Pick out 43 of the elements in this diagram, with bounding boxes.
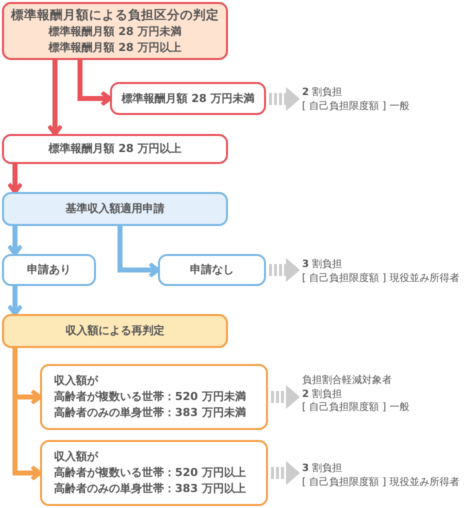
box-text: 申請あり — [27, 262, 71, 278]
result-note: [ 自己負担限度額 ] 現役並み所得者 — [302, 476, 460, 489]
box-text: 基準収入額適用申請 — [66, 201, 164, 217]
arrow — [269, 87, 300, 111]
process-box — [158, 254, 266, 286]
arrow — [271, 461, 300, 485]
process-box — [2, 192, 228, 226]
box-text: 申請なし — [190, 262, 234, 278]
process-box — [110, 82, 266, 115]
box-text: 収入額が — [54, 449, 98, 466]
box-text: 標準報酬月額 28 万円以上 — [48, 141, 182, 157]
process-box — [40, 440, 268, 506]
box-text: 収入額が — [54, 373, 98, 390]
arrow — [7, 164, 23, 194]
box-text: 標準報酬月額 28 万円未満 — [122, 90, 254, 106]
box-text: 高齢者のみの単身世帯：383 万円以上 — [54, 480, 246, 497]
process-box — [2, 314, 228, 348]
box-text: 標準報酬月額 28 万円未満 — [48, 24, 182, 40]
box-text: 高齢者のみの単身世帯：383 万円未満 — [54, 404, 246, 421]
box-text: 標準報酬月額 28 万円以上 — [48, 40, 182, 56]
box-text: 高齢者が複数いる世帯：520 万円以上 — [54, 465, 246, 481]
arrow — [78, 60, 112, 106]
arrow — [118, 226, 160, 278]
box-heading: 標準報酬月額による負担区分の判定 — [11, 6, 219, 24]
result-note: 負担割合軽減対象者 — [302, 374, 393, 388]
result-note: [ 自己負担限度額 ] 現役並み所得者 — [302, 272, 460, 285]
arrow — [269, 258, 300, 282]
result-text: 2 割負担 — [302, 388, 344, 401]
arrow — [47, 60, 63, 136]
process-box — [2, 134, 228, 164]
arrow — [271, 385, 300, 409]
result-text: 3 割負担 — [302, 258, 344, 272]
result-note: [ 自己負担限度額 ] 一般 — [302, 401, 410, 414]
process-box — [40, 364, 268, 430]
arrow — [7, 226, 23, 256]
box-text: 収入額による再判定 — [66, 323, 164, 339]
arrow — [7, 286, 23, 316]
result-text: 2 割負担 — [302, 86, 344, 100]
process-box — [2, 2, 228, 60]
result-text: 3 割負担 — [302, 462, 344, 476]
process-box — [2, 254, 96, 286]
result-note: [ 自己負担限度額 ] 一般 — [302, 100, 410, 113]
box-text: 高齢者が複数いる世帯：520 万円未満 — [54, 389, 246, 405]
